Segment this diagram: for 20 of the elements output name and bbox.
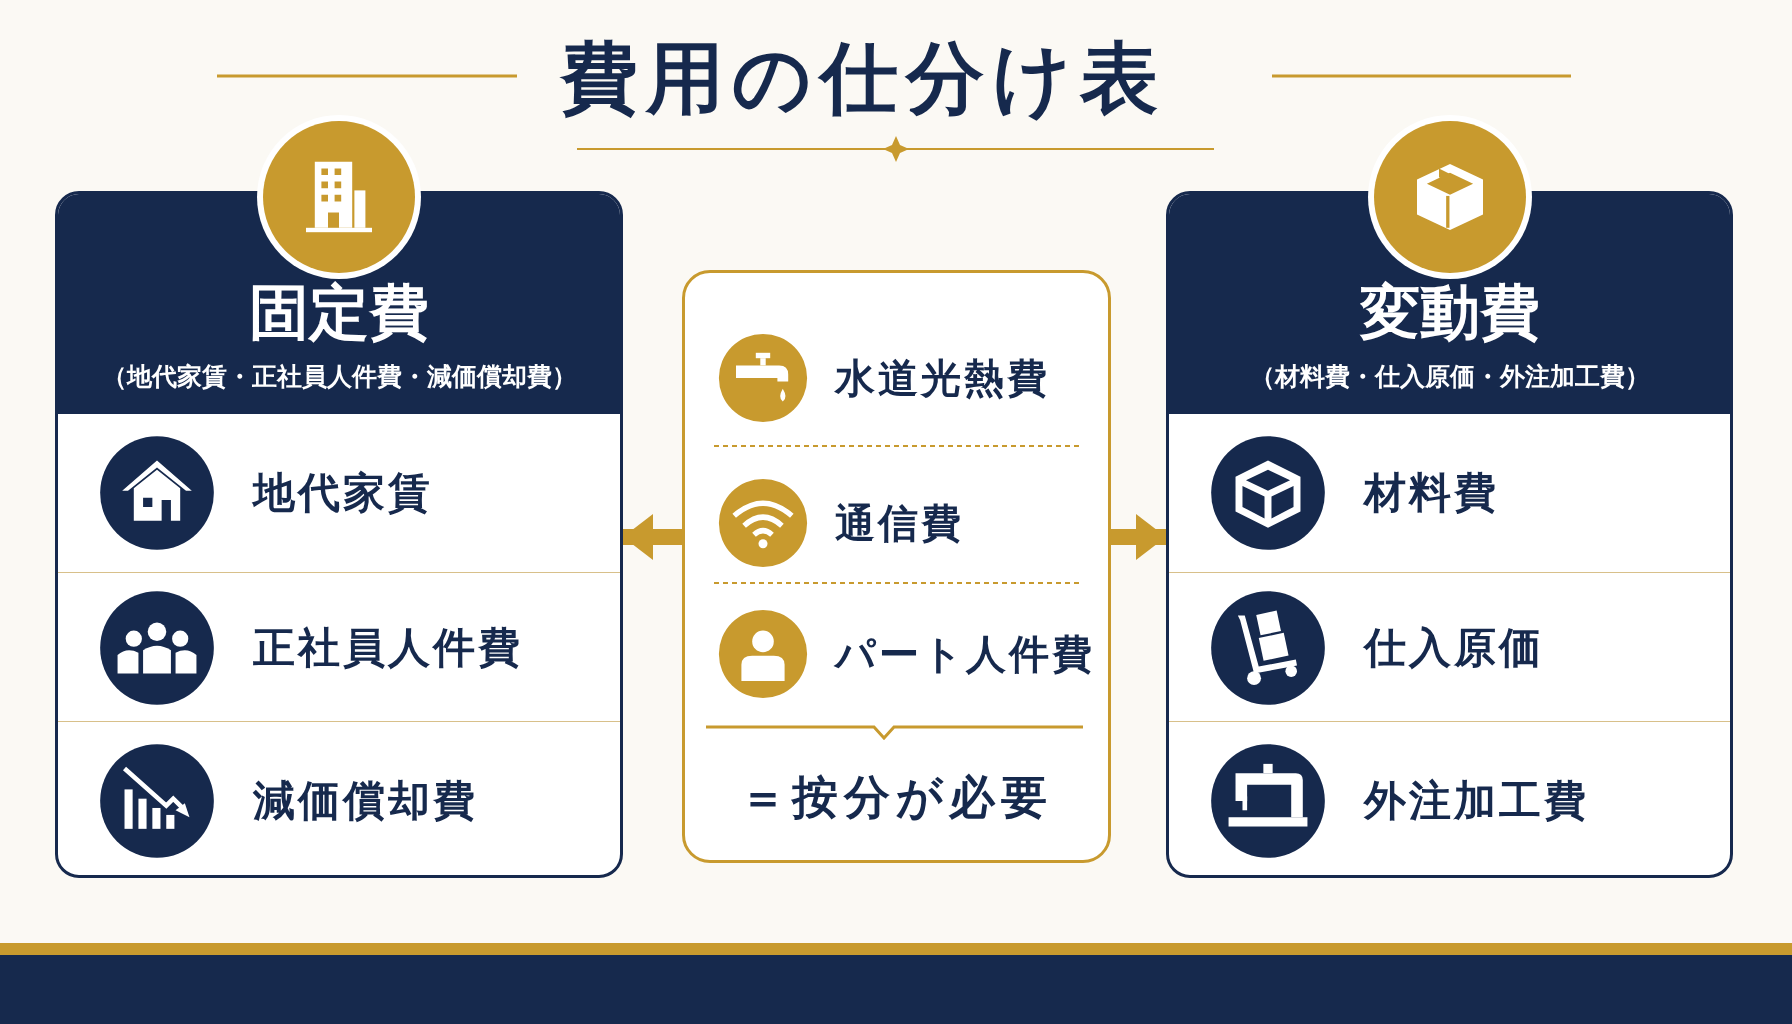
item-label: パート人件費 bbox=[835, 630, 1095, 679]
item-label: 外注加工費 bbox=[1364, 775, 1589, 826]
item-label: 材料費 bbox=[1364, 468, 1499, 518]
shared-cost-box bbox=[682, 270, 1111, 863]
item-label: 通信費 bbox=[835, 499, 964, 548]
title: 費用の仕分け表 bbox=[560, 31, 1166, 125]
panel-subheading: （地代家賃・正社員人件費・減価償却費） bbox=[100, 361, 578, 393]
panel-heading: 変動費 bbox=[1358, 277, 1541, 347]
item-label: 減価償却費 bbox=[253, 775, 478, 826]
item-label: 水道光熱費 bbox=[835, 354, 1050, 403]
item-label: 仕入原価 bbox=[1364, 622, 1544, 673]
item-label: 正社員人件費 bbox=[253, 622, 523, 673]
panel-heading: 固定費 bbox=[248, 277, 430, 347]
category-panel bbox=[1166, 191, 1733, 878]
conclusion-text: ＝按分が必要 bbox=[739, 769, 1054, 825]
category-panel bbox=[55, 191, 623, 878]
arrow bbox=[623, 514, 682, 560]
panel-subheading: （材料費・仕入原価・外注加工費） bbox=[1248, 361, 1651, 393]
arrow bbox=[1111, 514, 1166, 560]
item-label: 地代家賃 bbox=[253, 468, 433, 518]
